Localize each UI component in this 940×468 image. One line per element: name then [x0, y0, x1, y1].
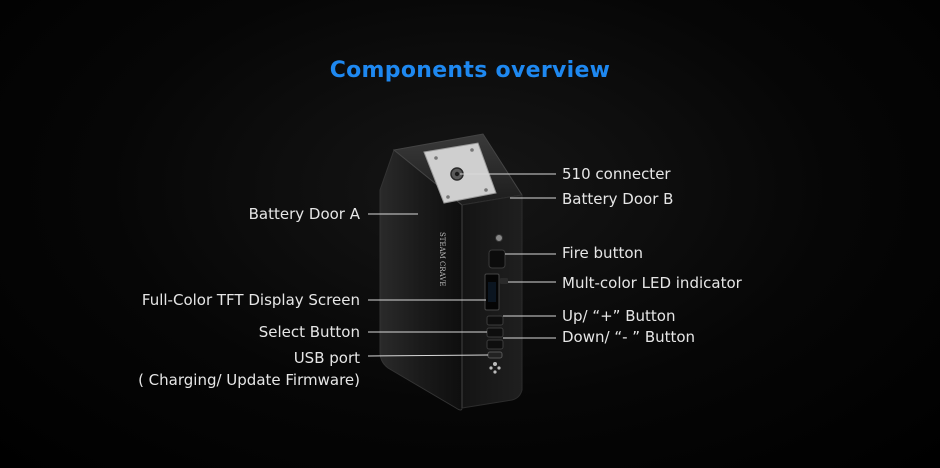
label-led-indicator: Mult-color LED indicator: [562, 274, 742, 292]
up-button-shape: [486, 315, 504, 326]
page-title: Components overview: [329, 58, 611, 83]
label-down-button: Down/ “- ” Button: [562, 328, 696, 346]
usb-port-shape: [487, 351, 503, 359]
leader-lines: [367, 173, 556, 357]
down-button-shape: [486, 339, 504, 350]
fire-button-shape: [488, 249, 506, 269]
label-select-button: Select Button: [258, 323, 360, 341]
label-usb-port: USB port: [293, 349, 360, 367]
label-up-button: Up/ “+” Button: [562, 307, 676, 325]
label-battery-door-a: Battery Door A: [248, 205, 360, 223]
label-510-connector: 510 connecter: [562, 165, 671, 183]
label-fire-button: Fire button: [562, 244, 644, 262]
label-usb-port-note: ( Charging/ Update Firmware): [138, 371, 360, 389]
label-display: Full-Color TFT Display Screen: [141, 291, 360, 309]
brand-text: STEAM CRAVE: [438, 232, 446, 287]
label-battery-door-b: Battery Door B: [562, 190, 674, 208]
led-indicator-shape: [500, 278, 508, 284]
select-button-shape: [486, 327, 504, 338]
